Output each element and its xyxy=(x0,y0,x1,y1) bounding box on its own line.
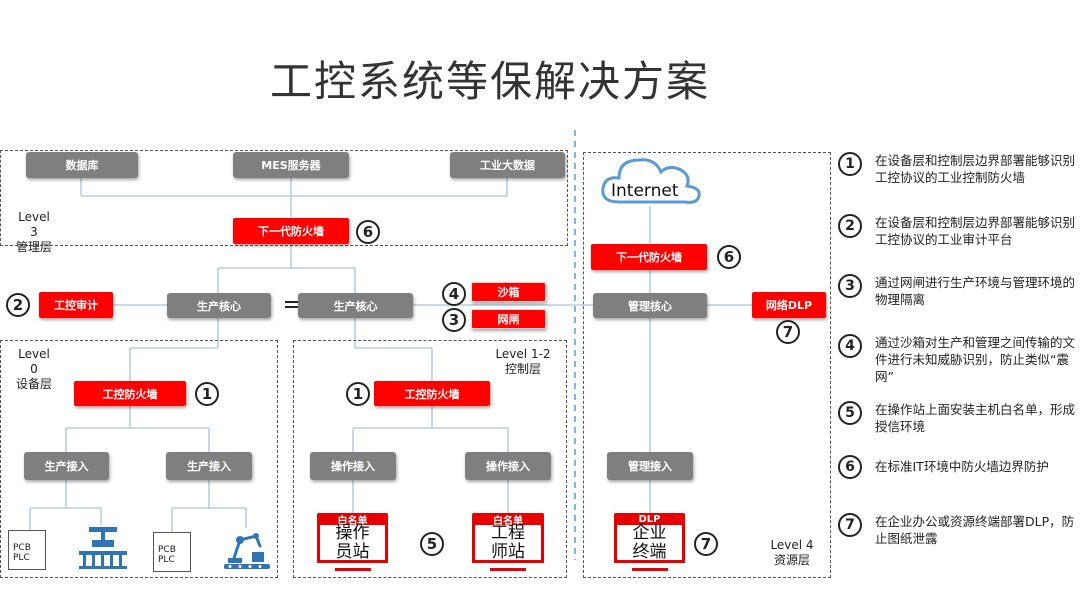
zone-level12 xyxy=(293,340,567,578)
next-gen-firewall[interactable]: 下一代防火墙 xyxy=(233,218,349,244)
legend-num-6: 6 xyxy=(838,455,862,479)
page-title: 工控系统等保解决方案 xyxy=(269,57,710,106)
enterprise-terminal[interactable]: 企业终端 xyxy=(614,523,685,563)
enterprise-terminal-base xyxy=(632,568,668,571)
pcb-plc-device-2[interactable]: PCB PLC xyxy=(153,532,191,572)
zone-level4 xyxy=(583,152,831,578)
marker-1-right: 1 xyxy=(346,382,370,406)
management-core[interactable]: 管理核心 xyxy=(593,293,707,318)
network-dlp[interactable]: 网络DLP xyxy=(752,292,826,318)
ics-audit[interactable]: 工控审计 xyxy=(39,292,113,318)
marker-6: 6 xyxy=(356,220,380,244)
plc1-label: PCB PLC xyxy=(13,543,31,563)
mes-server[interactable]: MES服务器 xyxy=(233,152,349,178)
legend-text-5: 在操作站上面安装主机白名单，形成授信环境 xyxy=(875,402,1076,434)
internet-label: Internet xyxy=(611,181,679,201)
bigdata-server[interactable]: 工业大数据 xyxy=(450,152,565,178)
marker-7-terminal: 7 xyxy=(694,532,718,556)
production-core-b[interactable]: 生产核心 xyxy=(298,293,413,318)
whitelist-badge-1: 白名单 xyxy=(317,513,388,527)
sandbox[interactable]: 沙箱 xyxy=(471,282,546,302)
legend-text-2: 在设备层和控制层边界部署能够识别工控协议的工业审计平台 xyxy=(875,215,1076,247)
whitelist-badge-2: 白名单 xyxy=(472,513,544,527)
operator-station-base xyxy=(335,568,371,571)
plc2-label: PCB PLC xyxy=(158,545,176,565)
ics-firewall-right[interactable]: 工控防火墙 xyxy=(374,381,490,406)
cloud-icon xyxy=(601,158,701,204)
legend-num-4: 4 xyxy=(838,334,862,358)
management-access[interactable]: 管理接入 xyxy=(607,452,693,480)
gateway[interactable]: 网闸 xyxy=(471,309,546,329)
operation-access-1[interactable]: 操作接入 xyxy=(310,452,396,480)
production-access-1[interactable]: 生产接入 xyxy=(24,452,109,480)
marker-5: 5 xyxy=(420,532,444,556)
marker-7-dlp: 7 xyxy=(776,320,800,344)
robot-arm-icon xyxy=(224,533,270,569)
marker-6-right: 6 xyxy=(717,245,741,269)
marker-3: 3 xyxy=(442,308,466,332)
dlp-badge: DLP xyxy=(614,513,685,525)
operator-station[interactable]: 操作员站 xyxy=(317,523,388,563)
database-server[interactable]: 数据库 xyxy=(26,152,138,178)
zone-level3 xyxy=(0,150,568,246)
engineer-station-base xyxy=(490,568,526,571)
pcb-plc-device-1[interactable]: PCB PLC xyxy=(8,530,46,570)
legend-num-3: 3 xyxy=(838,274,862,298)
legend-num-5: 5 xyxy=(838,401,862,425)
production-access-2[interactable]: 生产接入 xyxy=(166,452,252,480)
conveyor-icon xyxy=(79,527,127,569)
legend-num-2: 2 xyxy=(838,214,862,238)
legend-text-6: 在标准IT环境中防火墙边界防护 xyxy=(875,459,1049,474)
legend-text-1: 在设备层和控制层边界部署能够识别工控协议的工业控制防火墙 xyxy=(875,153,1076,185)
next-gen-firewall-right[interactable]: 下一代防火墙 xyxy=(591,244,707,270)
legend-text-3: 通过网闸进行生产环境与管理环境的物理隔离 xyxy=(875,275,1076,307)
legend-text-7: 在企业办公或资源终端部署DLP，防止图纸泄露 xyxy=(875,514,1075,546)
production-core-a[interactable]: 生产核心 xyxy=(167,293,271,318)
marker-1-left: 1 xyxy=(195,382,219,406)
legend-num-1: 1 xyxy=(838,152,862,176)
marker-4: 4 xyxy=(442,282,466,306)
legend-text-4: 通过沙箱对生产和管理之间传输的文件进行未知威胁识别，防止类似“震网” xyxy=(875,335,1076,384)
engineer-station[interactable]: 工程师站 xyxy=(472,523,544,563)
legend-num-7: 7 xyxy=(838,513,862,537)
ics-firewall-left[interactable]: 工控防火墙 xyxy=(74,381,186,406)
marker-2: 2 xyxy=(6,293,30,317)
zone-level0 xyxy=(0,340,278,578)
operation-access-2[interactable]: 操作接入 xyxy=(465,452,551,480)
